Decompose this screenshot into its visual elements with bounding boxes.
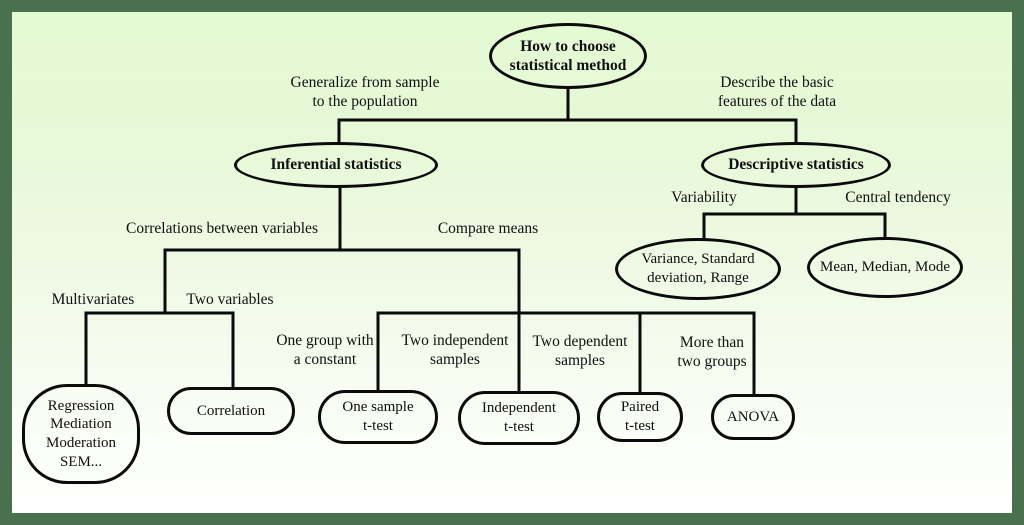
edge-label-correlations: Correlations between variables	[126, 220, 318, 237]
edge-label-central-tendency: Central tendency	[845, 189, 951, 206]
edge-label-two-independent: Two independent samples	[401, 332, 509, 368]
node-descriptive-statistics: Descriptive statistics	[701, 142, 891, 188]
connector-inferential-split	[163, 248, 521, 314]
edge-label-two-variables: Two variables	[186, 291, 274, 308]
node-mean-median-mode: Mean, Median, Mode	[807, 237, 963, 298]
node-regression-mediation-moderation-sem: Regression Mediation Moderation SEM...	[22, 384, 140, 484]
node-one-sample-t-test: One sample t-test	[318, 390, 438, 444]
edge-label-one-group: One group with a constant	[276, 332, 374, 368]
edge-label-more-than: More than two groups	[677, 334, 747, 370]
node-variance-sd-range: Variance, Standard deviation, Range	[615, 238, 781, 300]
connector-descriptive-split	[702, 212, 887, 241]
connector-compare-split	[376, 311, 756, 396]
node-paired-t-test: Paired t-test	[597, 392, 683, 442]
node-how-to-choose: How to choose statistical method	[489, 23, 647, 89]
node-correlation: Correlation	[167, 387, 295, 435]
connector-main-split	[337, 118, 798, 144]
edge-label-variability: Variability	[671, 189, 737, 206]
node-anova: ANOVA	[711, 394, 795, 440]
edge-label-multivariates: Multivariates	[51, 291, 135, 308]
node-independent-t-test: Independent t-test	[458, 391, 580, 445]
edge-label-two-dependent: Two dependent samples	[532, 333, 628, 369]
node-inferential-statistics: Inferential statistics	[234, 142, 438, 188]
edge-label-describe: Describe the basic features of the data	[717, 74, 837, 110]
connector-correlations-split	[84, 311, 235, 390]
edge-label-generalize: Generalize from sample to the population	[290, 74, 440, 110]
edge-label-compare-means: Compare means	[437, 220, 539, 237]
